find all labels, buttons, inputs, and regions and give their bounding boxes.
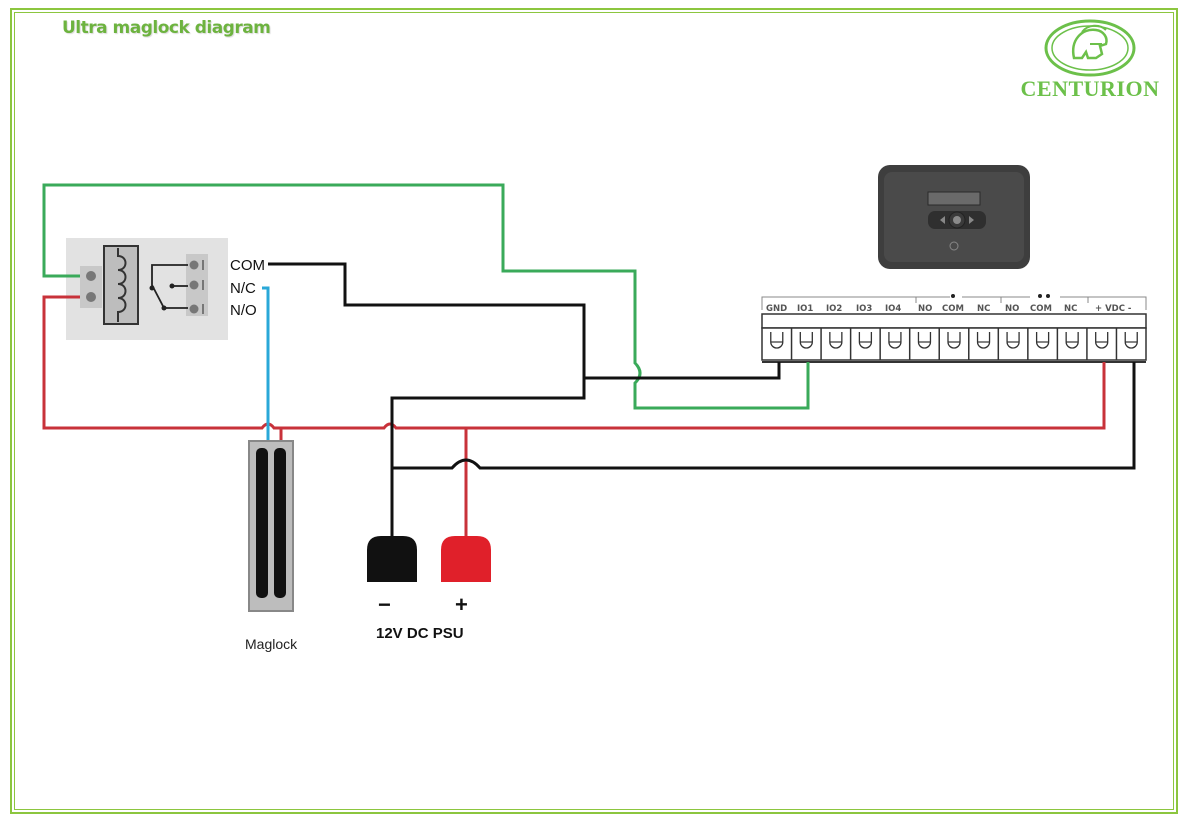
svg-text:COM: COM	[1030, 304, 1052, 314]
maglock-label: Maglock	[245, 636, 298, 652]
svg-text:NO: NO	[1005, 304, 1019, 314]
screw-terminal	[1035, 332, 1050, 349]
diagram-title: Ultra maglock diagram	[62, 18, 271, 38]
lcd-screen	[927, 191, 981, 206]
screw-terminal	[858, 332, 873, 349]
green-wire	[42, 183, 810, 410]
blue-wire	[262, 286, 270, 440]
svg-text:GND: GND	[766, 304, 787, 314]
screw-terminal	[829, 332, 843, 349]
controller-device	[878, 165, 1030, 269]
psu-label: 12V DC PSU	[376, 625, 464, 642]
terminal-block: GND IO1 IO2 IO3 IO4 NO COM NC NO COM NC …	[761, 294, 1147, 363]
svg-text:IO3: IO3	[856, 304, 872, 314]
black-wire-com	[268, 262, 586, 545]
screw-terminal	[1124, 332, 1138, 349]
screw-terminal	[976, 332, 991, 349]
svg-text:NC: NC	[1064, 304, 1077, 314]
left-arrow-icon	[940, 216, 945, 224]
screw-terminal	[1065, 332, 1079, 349]
svg-text:+ VDC -: + VDC -	[1095, 304, 1132, 314]
centurion-logo: CENTURION	[1012, 18, 1168, 104]
screw-terminal	[1006, 332, 1020, 349]
red-wire-relay	[42, 295, 1106, 430]
centurion-helmet-icon	[1044, 19, 1136, 77]
screw-terminal	[917, 332, 932, 349]
relay-module	[66, 238, 228, 340]
screw-terminal	[947, 332, 961, 349]
relay-nc-label: N/C	[230, 280, 256, 297]
right-arrow-icon	[969, 216, 974, 224]
screw-terminal	[770, 332, 784, 349]
svg-text:NC: NC	[977, 304, 990, 314]
switch-contact	[151, 264, 188, 309]
inner-frame	[14, 12, 1174, 810]
psu-negative-terminal	[367, 536, 417, 582]
svg-text:IO4: IO4	[885, 304, 901, 314]
psu-negative-sign: −	[378, 592, 391, 617]
psu-positive-sign: +	[455, 592, 468, 617]
logo-text: CENTURION	[1020, 76, 1160, 101]
svg-text:IO2: IO2	[826, 304, 842, 314]
black-wire-gnd	[584, 362, 781, 380]
psu-positive-terminal	[441, 536, 491, 582]
relay-no-label: N/O	[230, 302, 257, 319]
outer-frame	[10, 8, 1178, 814]
svg-text:COM: COM	[942, 304, 964, 314]
svg-text:NO: NO	[918, 304, 932, 314]
wires	[42, 183, 1136, 545]
relay-com-label: COM	[230, 257, 265, 274]
screw-terminal	[1095, 332, 1109, 349]
screw-terminal	[888, 332, 902, 349]
relay-coil-terminals	[80, 266, 102, 308]
psu	[367, 536, 491, 582]
screw-terminal	[799, 332, 813, 349]
maglock	[248, 440, 294, 612]
svg-text:IO1: IO1	[797, 304, 813, 314]
coil-icon	[117, 248, 127, 322]
black-wire-vdc	[392, 362, 1136, 470]
